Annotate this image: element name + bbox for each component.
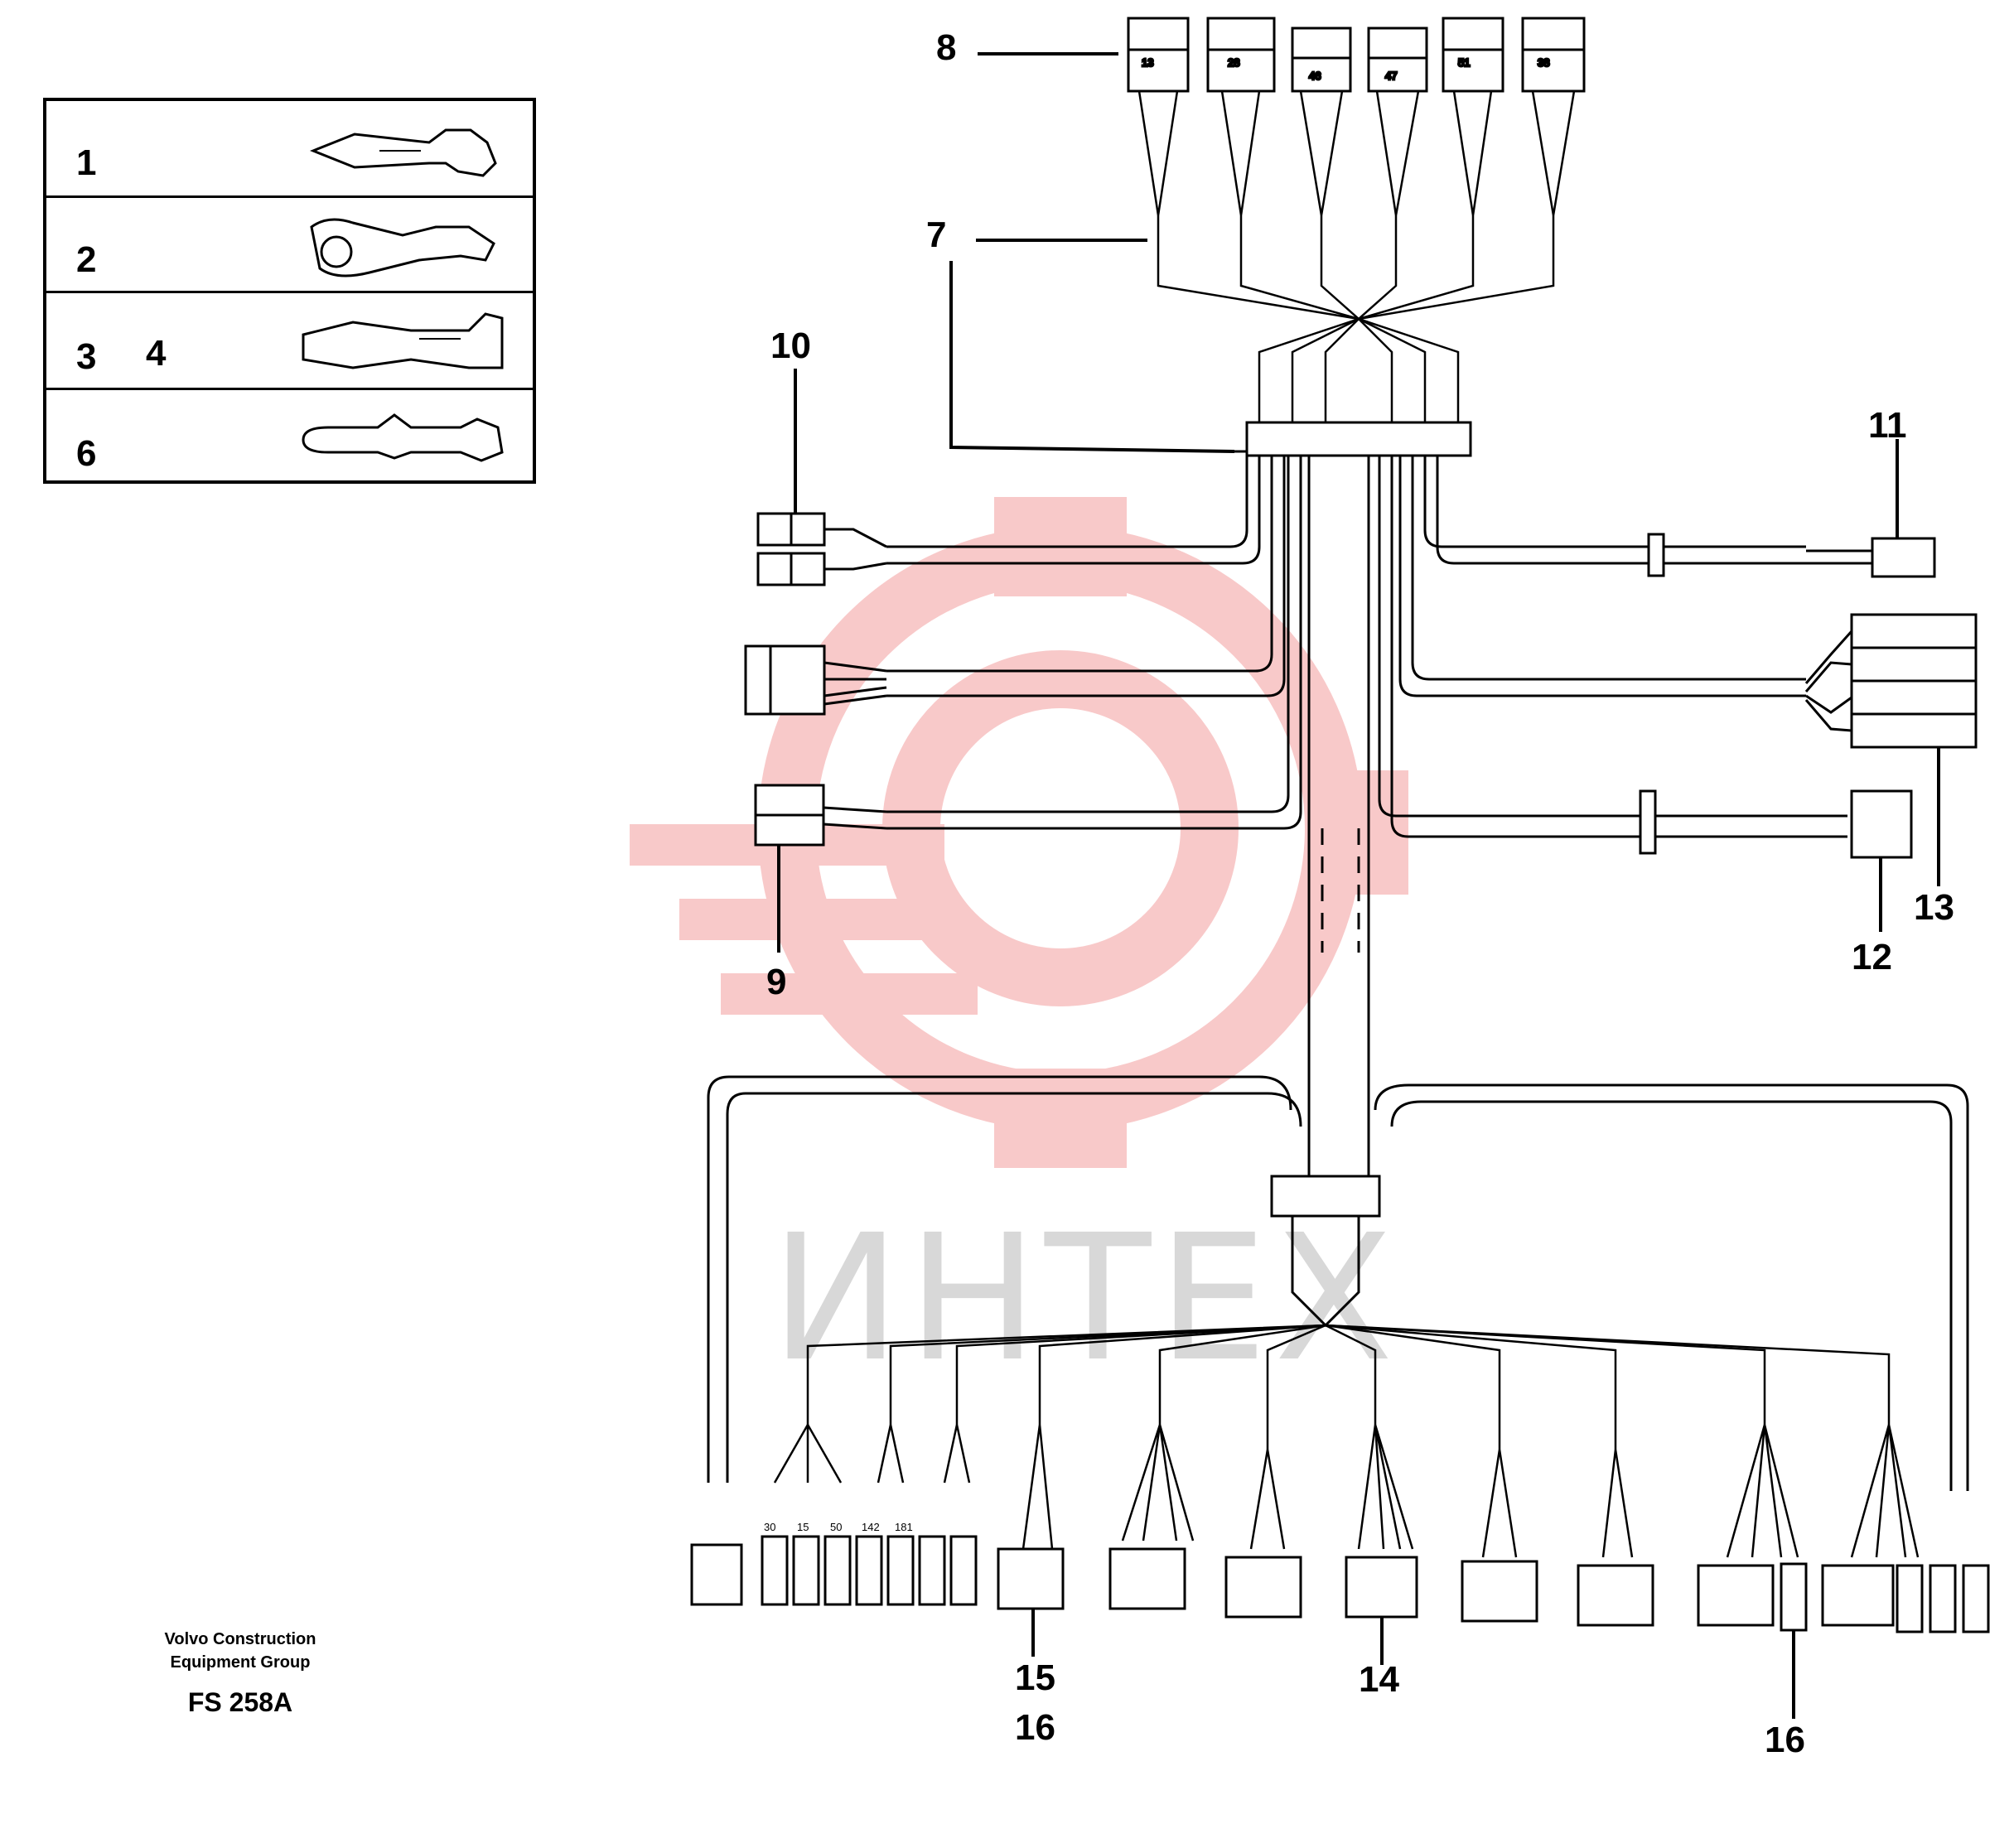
callout-7: 7 (926, 215, 946, 255)
svg-text:13: 13 (1142, 56, 1153, 69)
bottom-terminal-50 (823, 1535, 852, 1606)
connector-14 (1345, 1556, 1418, 1619)
bottom-connector-fan (1577, 1564, 1654, 1627)
callout-15: 15 (1015, 1657, 1055, 1698)
legend-row-3: 3 4 (46, 293, 533, 390)
bottom-terminal-142 (855, 1535, 883, 1606)
callout-16-right: 16 (1765, 1720, 1805, 1760)
main-trunk (1234, 421, 1472, 1328)
top-connector-47: 47 (1367, 27, 1428, 93)
callout-numbers: 8 7 10 11 13 12 9 15 16 14 16 (766, 27, 1954, 1760)
figure-code: FS 258A (187, 1687, 293, 1717)
lower-clamp (1270, 1175, 1381, 1218)
legend-row-2: 2 (46, 198, 533, 293)
socket-terminal-icon (302, 413, 504, 462)
legend-label-2: 2 (76, 239, 97, 280)
svg-text:30: 30 (764, 1521, 775, 1533)
top-connector-28: 28 (1206, 17, 1276, 93)
svg-text:50: 50 (830, 1521, 842, 1533)
left-branches (886, 456, 1302, 830)
connector-10 (756, 512, 887, 586)
bottom-terminal-16 (1780, 1562, 1808, 1632)
bottom-connectors (690, 1535, 1990, 1633)
bottom-connector-lamp (1821, 1564, 1895, 1627)
callout-10: 10 (770, 326, 811, 366)
footer-line-2: Equipment Group (170, 1653, 311, 1672)
connector-13 (1804, 613, 1978, 886)
svg-text:15: 15 (797, 1521, 809, 1533)
bottom-terminal-b (949, 1535, 978, 1606)
callout-12: 12 (1852, 937, 1892, 977)
svg-text:181: 181 (895, 1521, 913, 1533)
footer-block: Volvo Construction Equipment Group FS 25… (116, 1628, 365, 1718)
legend-row-1: 1 (46, 101, 533, 198)
svg-text:38: 38 (1538, 56, 1549, 69)
bottom-connector-light (1461, 1560, 1538, 1623)
svg-text:47: 47 (1385, 70, 1397, 82)
top-connector-46: 46 (1291, 27, 1352, 93)
svg-text:51: 51 (1458, 56, 1470, 69)
bottom-connector-heat (1108, 1547, 1186, 1610)
right-branches (1378, 456, 1847, 855)
outer-loops (707, 1075, 1969, 1491)
callout-13: 13 (1914, 887, 1954, 928)
connector-15 (997, 1547, 1065, 1610)
callout-11: 11 (1868, 405, 1907, 446)
terminal-legend-table: 1 2 3 4 6 (43, 98, 536, 484)
legend-label-6: 6 (76, 433, 97, 474)
legend-label-3: 3 (76, 336, 97, 377)
callout-9: 9 (766, 962, 786, 1002)
legend-label-1: 1 (76, 142, 97, 183)
bottom-terminal-e (1962, 1564, 1990, 1633)
footer-line-1: Volvo Construction (164, 1630, 316, 1648)
terminal-pin-icon (309, 128, 497, 177)
bottom-terminal-c (1896, 1564, 1924, 1633)
legend-row-6: 6 (46, 390, 533, 487)
bottom-connector-parking (1224, 1556, 1302, 1619)
svg-text:28: 28 (1228, 56, 1239, 69)
top-connector-38: 38 (1521, 17, 1586, 93)
svg-text:46: 46 (1309, 70, 1321, 82)
connector-left-middle (744, 644, 887, 716)
upper-clamp (1245, 421, 1472, 457)
bottom-fanout (773, 1324, 1920, 1558)
connector-12 (1850, 789, 1913, 932)
gear-watermark-icon (630, 497, 1408, 1168)
svg-text:142: 142 (862, 1521, 880, 1533)
blade-terminal-icon (302, 312, 504, 369)
connector-9 (754, 784, 887, 953)
connector-11 (1806, 439, 1936, 578)
bottom-connector-sun (1697, 1564, 1775, 1627)
bottom-terminal-d (1929, 1564, 1957, 1633)
callout-16-left: 16 (1015, 1707, 1055, 1748)
bottom-terminal-a (918, 1535, 946, 1606)
bottom-terminal-15 (792, 1535, 820, 1606)
bottom-connector-flash (690, 1543, 743, 1606)
top-wires (1137, 90, 1576, 422)
top-connector-51: 51 (1442, 17, 1504, 93)
bottom-terminal-30 (761, 1535, 789, 1606)
bottom-terminal-181 (886, 1535, 915, 1606)
pin-labels: 30 15 50 142 181 (764, 1521, 913, 1533)
watermark-text: ИНТЕХ (770, 1197, 1400, 1400)
top-connector-13: 13 (1127, 17, 1190, 93)
callout-leaders (794, 52, 1795, 1719)
legend-label-4: 4 (146, 333, 167, 374)
crimp-terminal-icon (310, 218, 495, 277)
callout-8: 8 (936, 27, 956, 68)
top-connector-group: 13 28 46 47 51 (1127, 17, 1586, 93)
callout-14: 14 (1359, 1659, 1399, 1700)
